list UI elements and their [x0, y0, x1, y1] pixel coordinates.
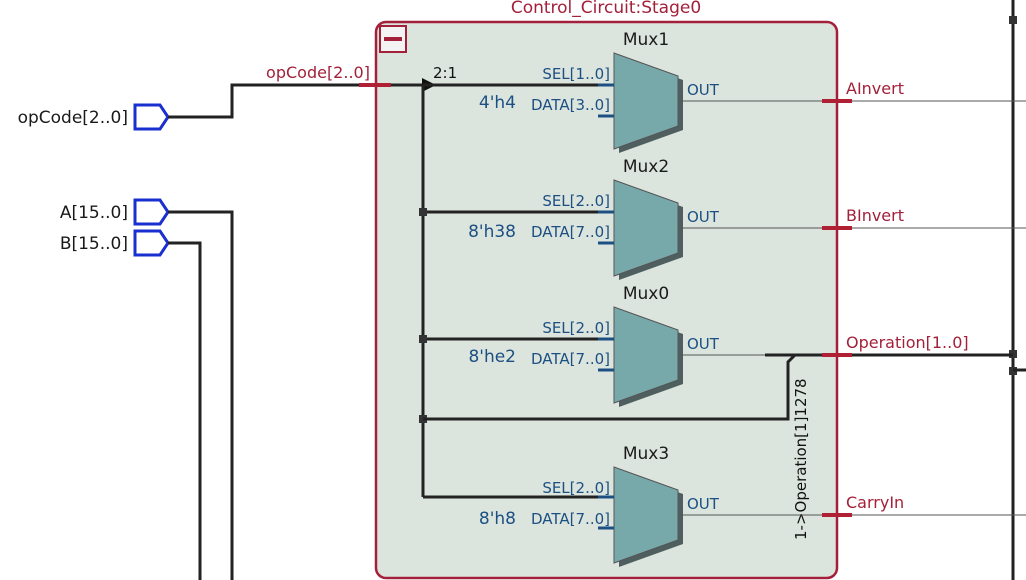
- sel-label: SEL[1..0]: [542, 65, 610, 83]
- const-value: 8'he2: [468, 347, 516, 367]
- opcode-bus-label: opCode[2..0]: [266, 63, 370, 82]
- minus-icon: [384, 37, 402, 41]
- out-label: OUT: [687, 495, 720, 513]
- input-port-opcode[interactable]: opCode[2..0]: [18, 103, 170, 131]
- data-label: DATA[3..0]: [531, 96, 610, 114]
- mux-name: Mux0: [623, 284, 669, 304]
- data-label: DATA[7..0]: [531, 510, 610, 528]
- sel-label: SEL[2..0]: [542, 319, 610, 337]
- output-label-operation: Operation[1..0]: [846, 333, 969, 352]
- output-label-ainvert: AInvert: [846, 79, 904, 98]
- mux1[interactable]: Mux1 SEL[1..0] DATA[3..0] 4'h4 OUT: [479, 30, 720, 153]
- b-wire: [168, 241, 202, 580]
- out-label: OUT: [687, 81, 720, 99]
- sel-label: SEL[2..0]: [542, 479, 610, 497]
- out-label: OUT: [687, 208, 720, 226]
- opcode-wire: [168, 83, 425, 119]
- input-label: A[15..0]: [60, 203, 128, 223]
- bus-ratio-label: 2:1: [433, 64, 457, 82]
- mux-name: Mux2: [623, 157, 669, 177]
- output-label-binvert: BInvert: [846, 206, 904, 225]
- sel-label: SEL[2..0]: [542, 192, 610, 210]
- mux2[interactable]: Mux2 SEL[2..0] DATA[7..0] 8'h38 OUT: [468, 157, 720, 280]
- bus-junction: [419, 335, 427, 343]
- input-port-a[interactable]: A[15..0]: [60, 198, 170, 226]
- input-label: opCode[2..0]: [18, 108, 128, 128]
- a-wire: [168, 210, 234, 580]
- out-label: OUT: [687, 335, 720, 353]
- const-value: 8'h8: [479, 509, 516, 529]
- output-label-carryin: CarryIn: [846, 493, 904, 512]
- mux3[interactable]: Mux3 SEL[2..0] DATA[7..0] 8'h8 OUT: [479, 444, 720, 567]
- data-label: DATA[7..0]: [531, 223, 610, 241]
- input-label: B[15..0]: [60, 234, 128, 254]
- mux-name: Mux1: [623, 30, 669, 50]
- const-value: 8'h38: [468, 222, 516, 242]
- feedback-label: 1->Operation[1]1278: [792, 378, 810, 540]
- operation-feedback-wire: [423, 353, 797, 421]
- const-value: 4'h4: [479, 93, 516, 113]
- mux0[interactable]: Mux0 SEL[2..0] DATA[7..0] 8'he2 OUT: [468, 284, 720, 407]
- collapse-button[interactable]: [379, 25, 407, 53]
- block-title: Control_Circuit:Stage0: [511, 0, 701, 18]
- mux-name: Mux3: [623, 444, 669, 464]
- bus-junction: [419, 208, 427, 216]
- right-bus-junction: [1009, 16, 1017, 24]
- control-circuit-block[interactable]: [374, 20, 839, 580]
- data-label: DATA[7..0]: [531, 350, 610, 368]
- input-port-b[interactable]: B[15..0]: [60, 229, 170, 257]
